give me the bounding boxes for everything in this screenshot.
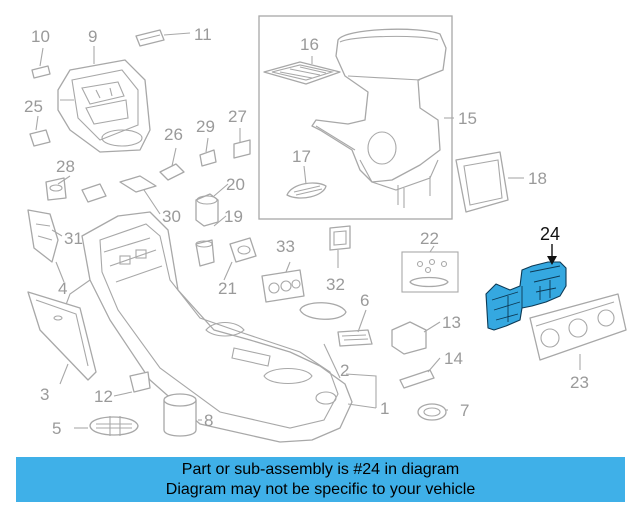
callout-29: 29 [196, 117, 215, 136]
misc-parts [89, 302, 447, 437]
callout-15: 15 [458, 109, 477, 128]
vent-grille-part [286, 182, 327, 199]
callout-22: 22 [420, 229, 439, 248]
callout-3: 3 [40, 385, 49, 404]
callout-5: 5 [52, 419, 61, 438]
callout-19: 19 [224, 207, 243, 226]
armrest-pad-part [263, 61, 341, 85]
callout-24-arrow [547, 244, 557, 265]
side-panel-part [27, 291, 97, 381]
grommet-kit-part [401, 251, 459, 293]
info-banner: Part or sub-assembly is #24 in diagram D… [16, 457, 625, 502]
callout-13: 13 [442, 313, 461, 332]
callout-10: 10 [31, 27, 50, 46]
callout-2: 2 [340, 361, 349, 380]
callout-7: 7 [460, 401, 469, 420]
callout-20: 20 [226, 175, 245, 194]
leader-lines [35, 32, 581, 429]
switch-parts [45, 139, 251, 203]
banner-line-1: Part or sub-assembly is #24 in diagram [181, 460, 460, 478]
callout-14: 14 [444, 349, 463, 368]
climate-control-part [529, 293, 627, 361]
callout-9: 9 [88, 27, 97, 46]
bracket-part [27, 209, 59, 263]
callout-17: 17 [292, 147, 311, 166]
socket-parts [195, 193, 257, 267]
callout-8: 8 [204, 411, 213, 430]
callout-25: 25 [24, 97, 43, 116]
callout-12: 12 [94, 387, 113, 406]
callout-33: 33 [276, 237, 295, 256]
floor-console-part [63, 211, 353, 443]
callout-32: 32 [326, 275, 345, 294]
callout-28: 28 [56, 157, 75, 176]
callout-27: 27 [228, 107, 247, 126]
callout-16: 16 [300, 35, 319, 54]
banner-line-2: Diagram may not be specific to your vehi… [165, 480, 476, 498]
control-panel-part [261, 225, 351, 303]
callout-4: 4 [58, 279, 67, 298]
callout-6: 6 [360, 291, 369, 310]
console-trim-part [57, 59, 151, 153]
cover-part [455, 151, 509, 213]
callout-26: 26 [164, 125, 183, 144]
parts-diagram: 10 9 11 25 26 29 27 28 30 20 19 21 31 4 … [24, 15, 627, 443]
callout-1: 1 [380, 399, 389, 418]
callout-21: 21 [218, 279, 237, 298]
callout-labels: 10 9 11 25 26 29 27 28 30 20 19 21 31 4 … [24, 25, 589, 438]
callout-18: 18 [528, 169, 547, 188]
callout-11: 11 [194, 25, 212, 44]
callout-31: 31 [64, 229, 83, 248]
highlighted-part-24[interactable] [485, 261, 567, 331]
small-clip-part [29, 29, 165, 147]
armrest-part [311, 28, 447, 208]
callout-30: 30 [162, 207, 181, 226]
callout-24: 24 [540, 224, 560, 244]
callout-23: 23 [570, 373, 589, 392]
